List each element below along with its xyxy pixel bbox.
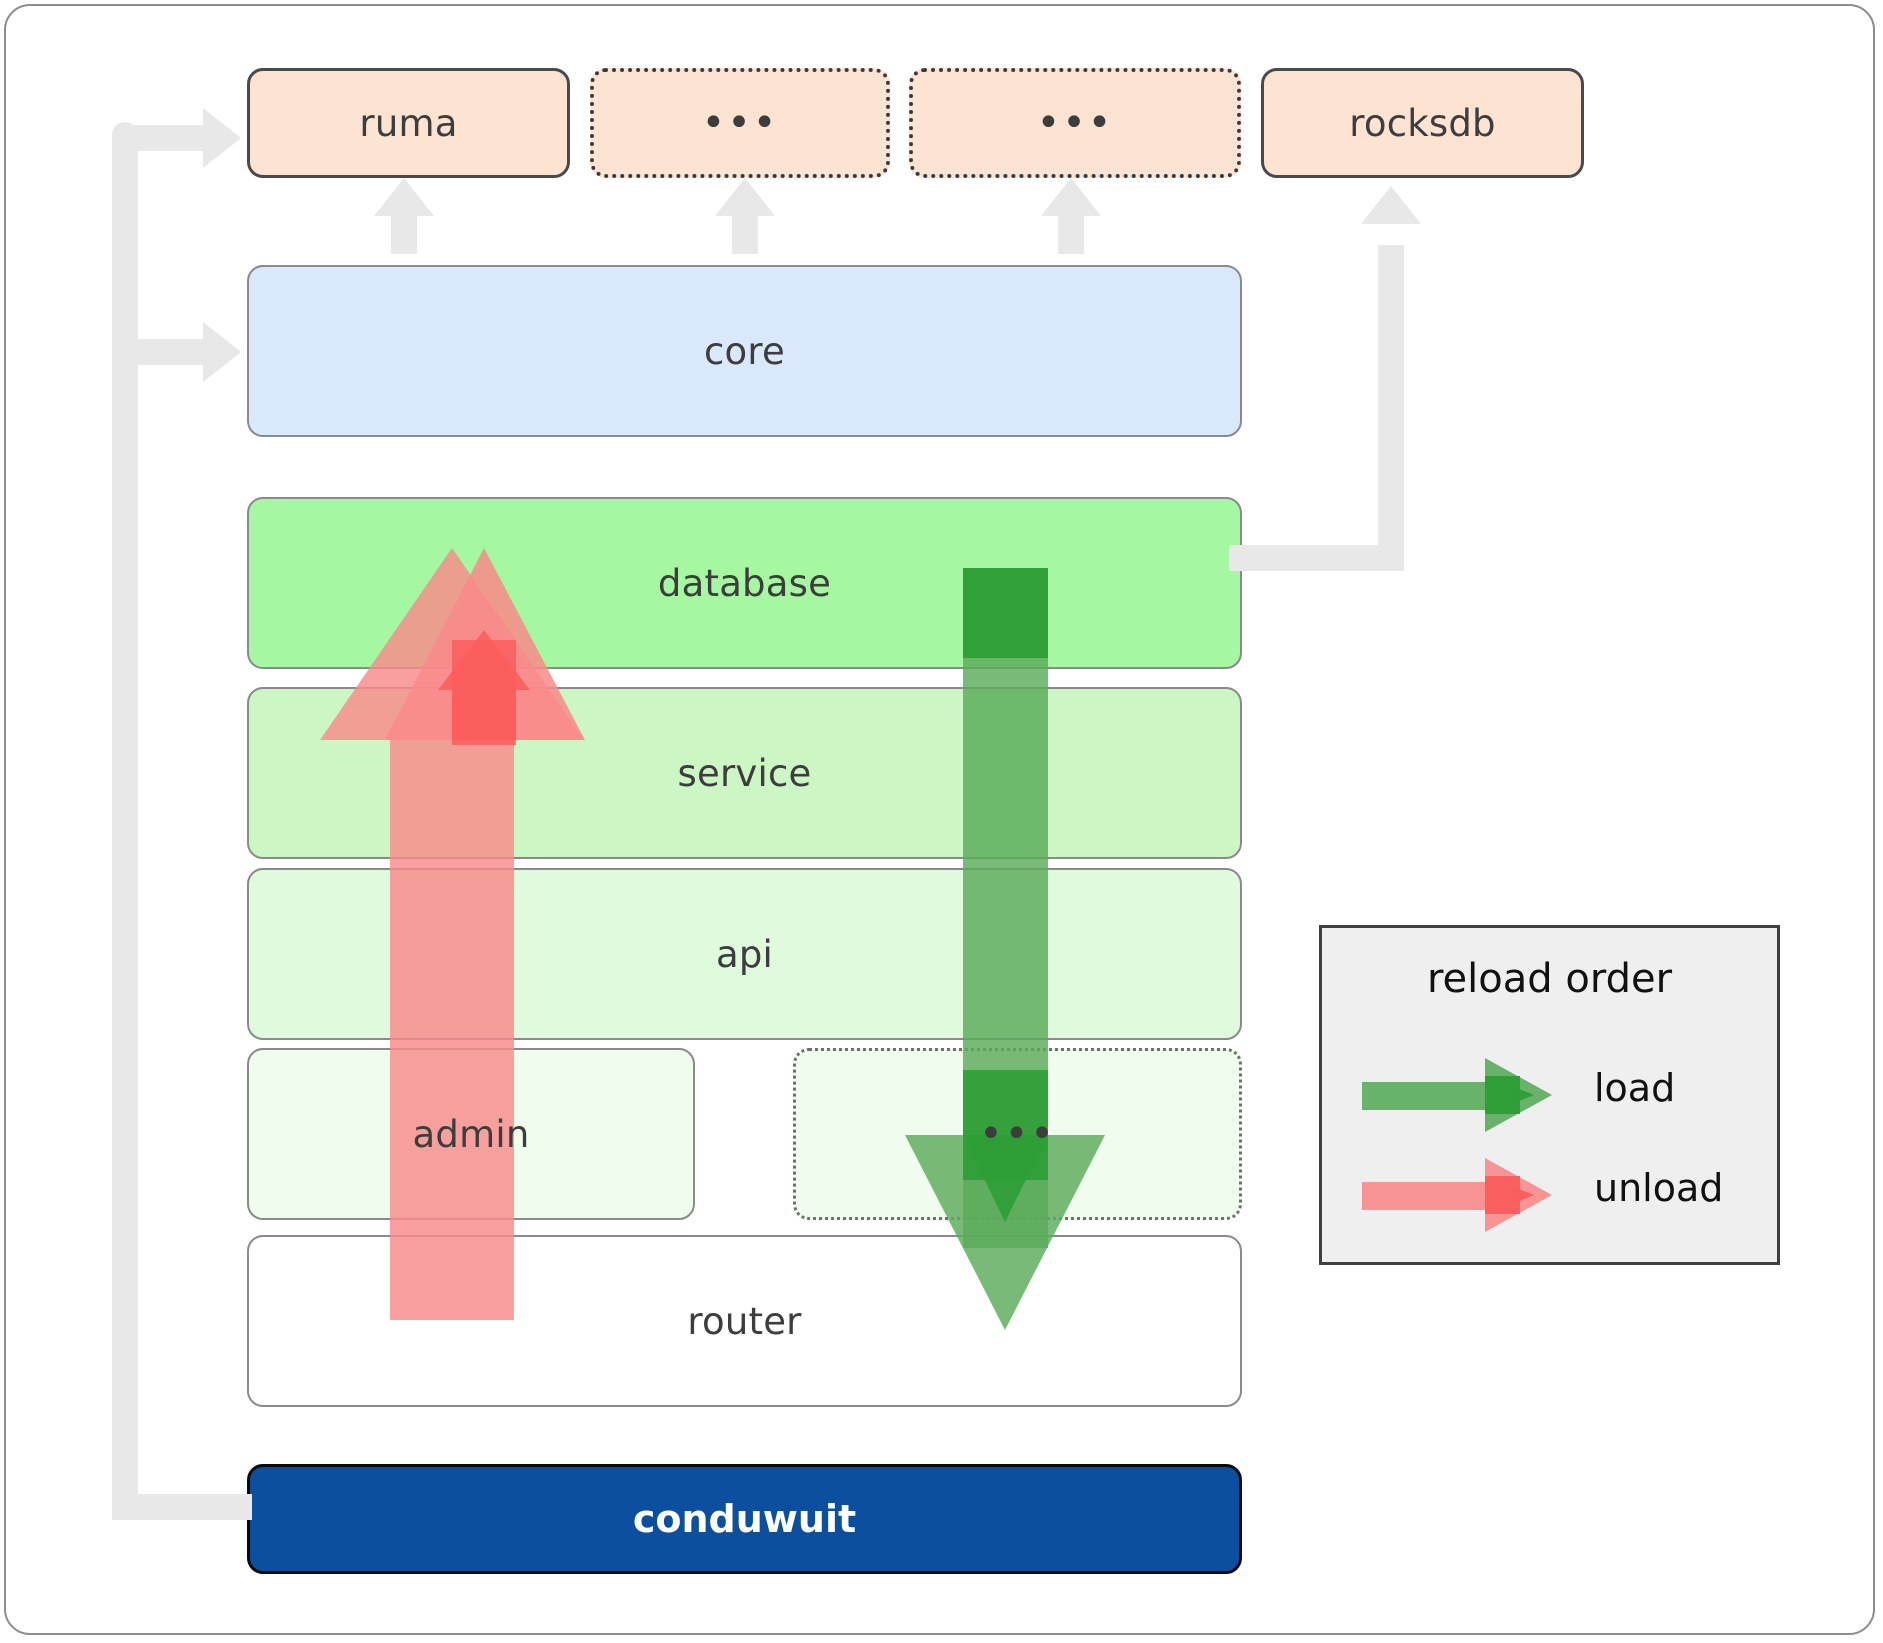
layer-router[interactable]: router — [247, 1235, 1242, 1407]
crate-placeholder-2-label: ••• — [1036, 100, 1114, 146]
crate-ruma[interactable]: ruma — [247, 68, 570, 178]
crate-rocksdb[interactable]: rocksdb — [1261, 68, 1584, 178]
layer-admin-label: admin — [412, 1112, 530, 1156]
layer-api[interactable]: api — [247, 868, 1242, 1040]
legend-load-arrow-icon — [1362, 1058, 1552, 1132]
layer-service-label: service — [677, 751, 812, 795]
layer-admin[interactable]: admin — [247, 1048, 695, 1220]
connector-core-to-ruma-arrow-icon — [374, 178, 434, 216]
layer-placeholder[interactable]: ••• — [793, 1048, 1242, 1220]
legend-load-label: load — [1594, 1066, 1676, 1110]
crate-placeholder-1-label: ••• — [701, 100, 779, 146]
legend-row-unload: unload — [1322, 1150, 1777, 1240]
layer-service[interactable]: service — [247, 687, 1242, 859]
connector-trunk-vertical — [112, 122, 138, 1520]
layer-database[interactable]: database — [247, 497, 1242, 669]
connector-trunk-to-conduwuit — [112, 1494, 252, 1520]
connector-arrow-to-core-icon — [203, 322, 241, 382]
legend-row-load: load — [1322, 1050, 1777, 1140]
layer-placeholder-label: ••• — [979, 1111, 1056, 1157]
connector-arrow-to-ruma-icon — [203, 108, 241, 168]
binary-conduwuit-label: conduwuit — [632, 1497, 857, 1541]
connector-branch-to-core — [125, 339, 205, 365]
layer-core[interactable]: core — [247, 265, 1242, 437]
legend-title: reload order — [1426, 956, 1673, 1002]
crate-placeholder-2[interactable]: ••• — [909, 68, 1241, 178]
connector-core-to-dots1-arrow-icon — [715, 178, 775, 216]
legend-unload-arrow-icon — [1362, 1158, 1552, 1232]
crate-rocksdb-label: rocksdb — [1349, 101, 1496, 145]
layer-database-label: database — [657, 561, 832, 605]
legend-panel: reload order load unload — [1319, 925, 1780, 1265]
binary-conduwuit[interactable]: conduwuit — [247, 1464, 1242, 1574]
legend-unload-label: unload — [1594, 1166, 1724, 1210]
connector-database-to-rocksdb-horizontal — [1229, 545, 1404, 571]
layer-router-label: router — [687, 1299, 802, 1343]
connector-core-to-dots2-arrow-icon — [1041, 178, 1101, 216]
layer-core-label: core — [704, 329, 785, 373]
connector-database-to-rocksdb-arrow-icon — [1361, 186, 1421, 224]
crate-ruma-label: ruma — [359, 101, 458, 145]
layer-api-label: api — [715, 932, 774, 976]
connector-branch-to-ruma — [125, 125, 205, 151]
crate-placeholder-1[interactable]: ••• — [590, 68, 890, 178]
connector-database-to-rocksdb-vertical — [1378, 245, 1404, 565]
